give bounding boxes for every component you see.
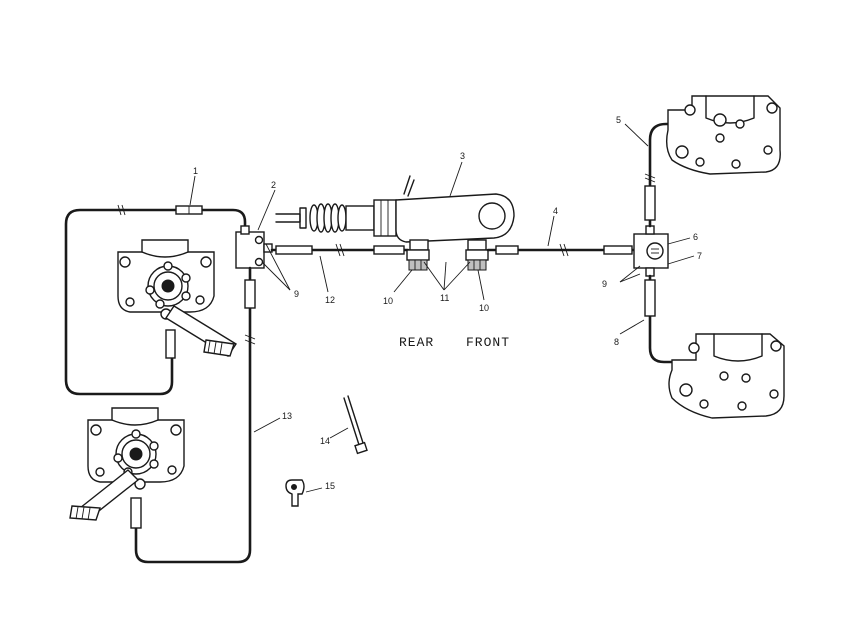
brake-line-4	[486, 243, 636, 257]
clip	[285, 479, 305, 507]
callout-5: 5	[616, 115, 621, 125]
callout-7: 7	[697, 251, 702, 261]
callout-14: 14	[320, 436, 330, 446]
junction-block-left	[235, 225, 273, 269]
callout-11: 11	[440, 293, 449, 303]
callout-15: 15	[325, 481, 335, 491]
callout-13: 13	[282, 411, 292, 421]
front-label: FRONT	[466, 335, 510, 350]
callout-4: 4	[553, 206, 558, 216]
cable-tie	[343, 395, 368, 455]
caliper-rear-lower	[69, 407, 185, 521]
leader-lines	[189, 123, 695, 493]
callout-8: 8	[614, 337, 619, 347]
callout-9-left: 9	[294, 289, 299, 299]
brake-line-13	[130, 266, 256, 564]
junction-block-right	[633, 225, 669, 277]
fitting-front	[465, 249, 489, 271]
caliper-front-upper	[665, 95, 781, 175]
rear-label: REAR	[399, 335, 434, 350]
callout-1: 1	[193, 166, 198, 176]
brake-line-12	[270, 243, 410, 257]
callout-6: 6	[693, 232, 698, 242]
caliper-front-lower	[668, 333, 785, 419]
callout-12: 12	[325, 295, 335, 305]
fitting-rear	[406, 249, 430, 271]
master-cylinder	[275, 175, 515, 251]
callout-2: 2	[271, 180, 276, 190]
callout-numbers: 1 2 3 4 5 6 7 8 9 9 10 10 11 12 13 14 15	[193, 115, 702, 491]
callout-3: 3	[460, 151, 465, 161]
caliper-rear-upper	[117, 239, 237, 357]
brake-line-1	[64, 204, 247, 396]
callout-10-rear: 10	[383, 296, 393, 306]
callout-9-right: 9	[602, 279, 607, 289]
callout-10-front: 10	[479, 303, 489, 313]
